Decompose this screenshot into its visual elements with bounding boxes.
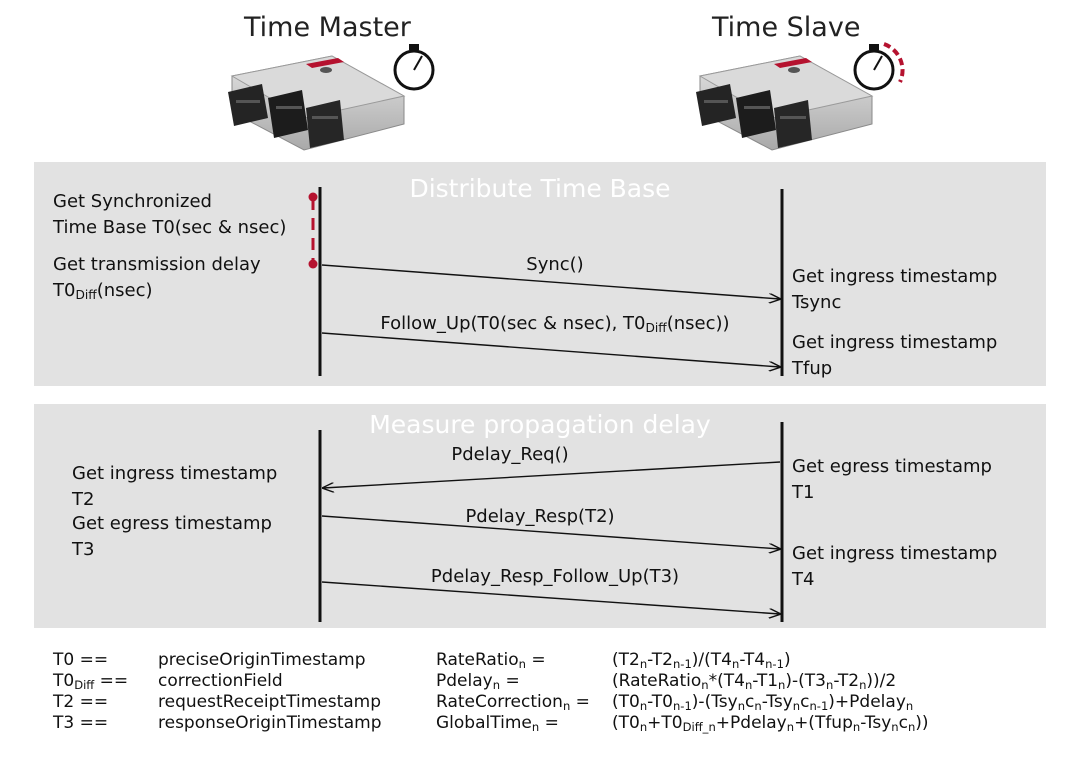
slave-note-tsync-line2: Tsync [792, 292, 842, 313]
master-note-delay-line1: Get transmission delay [53, 254, 261, 275]
arrow-followup [321, 332, 780, 367]
slave-note-t4-line2: T4 [792, 569, 815, 590]
legend-t0-label: T0 == [53, 650, 109, 670]
slave-note-tfup-line2: Tfup [792, 358, 833, 379]
msg-pdelay-resp-fu-label: Pdelay_Resp_Follow_Up(T3) [430, 566, 680, 587]
msg-pdelay-req-label: Pdelay_Req() [451, 444, 569, 465]
formula-rateratio-expr: (T2n-T2n-1)/(T4n-T4n-1) [612, 650, 791, 671]
legend-t3-label: T3 == [53, 713, 109, 733]
panel-title-distribute: Distribute Time Base [409, 174, 671, 203]
legend-t0-value: preciseOriginTimestamp [158, 650, 366, 670]
panel-title-propagation: Measure propagation delay [369, 410, 711, 439]
slave-stopwatch-icon [853, 42, 905, 91]
master-note-t2-line2: T2 [72, 489, 95, 510]
legend-t2-label: T2 == [53, 692, 109, 712]
propagation-delay-panel: Measure propagation delay [34, 404, 1046, 628]
master-title: Time Master [244, 12, 411, 43]
master-timing-marker [308, 192, 318, 269]
formula-rateratio-name: RateRation = [436, 650, 546, 671]
formula-pdelay-name: Pdelayn = [436, 671, 520, 692]
arrow-sync [321, 264, 780, 299]
formula-pdelay-expr: (RateRation*(T4n-T1n)-(T3n-T2n))/2 [612, 671, 897, 692]
master-note-sync-line2: Time Base T0(sec & nsec) [53, 217, 287, 238]
slave-note-t1-line2: T1 [792, 482, 815, 503]
msg-sync-label: Sync() [526, 254, 584, 275]
master-note-t2-line1: Get ingress timestamp [72, 463, 278, 484]
master-note-sync-line1: Get Synchronized [53, 191, 212, 212]
msg-followup-label: Follow_Up(T0(sec & nsec), T0Diff(nsec)) [380, 313, 730, 336]
slave-note-t1-line1: Get egress timestamp [792, 456, 992, 477]
formula-ratecorrection-name: RateCorrectionn = [436, 692, 590, 713]
legend-t0diff-label: T0Diff == [53, 671, 129, 692]
arrow-pdelay-resp [321, 515, 780, 549]
formula-globaltime-expr: (T0n+T0Diff_n+Pdelayn+(Tfupn-Tsyncn)) [612, 713, 929, 734]
master-note-delay-line2: T0Diff(nsec) [53, 280, 153, 303]
master-ecu-icon [228, 55, 406, 151]
arrow-pdelay-resp-fu [321, 581, 780, 614]
legend-t0diff-value: correctionField [158, 671, 283, 691]
slave-note-tfup-line1: Get ingress timestamp [792, 332, 998, 353]
slave-note-t4-line1: Get ingress timestamp [792, 543, 998, 564]
legend-t3-value: responseOriginTimestamp [158, 713, 382, 733]
slave-note-tsync-line1: Get ingress timestamp [792, 266, 998, 287]
master-note-t3-line1: Get egress timestamp [72, 513, 272, 534]
formula-ratecorrection-expr: (T0n-T0n-1)-(Tsyncn-Tsyncn-1)+Pdelayn [612, 692, 914, 713]
legend-t2-value: requestReceiptTimestamp [158, 692, 382, 712]
arrow-pdelay-req [323, 461, 781, 488]
slave-title: Time Slave [712, 12, 861, 43]
formula-globaltime-name: GlobalTimen = [436, 713, 559, 734]
slave-ecu-icon [696, 55, 874, 151]
master-stopwatch-icon [393, 44, 435, 91]
msg-pdelay-resp-label: Pdelay_Resp(T2) [465, 506, 615, 527]
master-note-t3-line2: T3 [72, 539, 95, 560]
